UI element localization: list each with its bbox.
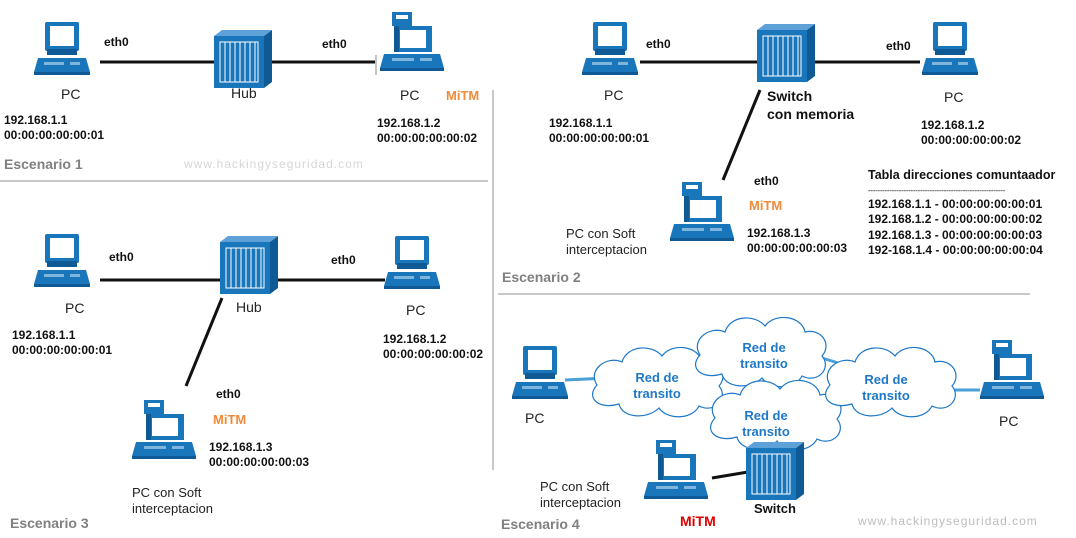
- scenario2-links: [640, 60, 920, 181]
- s2-table-row: 192-168.1.4 - 00:00:00:00:00:04: [868, 243, 1043, 257]
- s4-pc-left-label: PC: [525, 410, 545, 426]
- scenario3-links: [100, 278, 385, 387]
- s1-eth-right: eth0: [322, 37, 347, 51]
- s3-eth-right: eth0: [331, 253, 356, 267]
- s2-eth-sniffer: eth0: [754, 174, 779, 188]
- s3-pc-right-label: PC: [406, 302, 426, 318]
- s2-eth-right: eth0: [886, 39, 911, 53]
- s3-title: Escenario 3: [10, 515, 89, 531]
- watermark-bottom: www.hackingyseguridad.com: [858, 514, 1038, 528]
- s3-pc-left-label: PC: [65, 300, 85, 316]
- s3-hub-label: Hub: [236, 299, 262, 315]
- s3-pc-left-icon: [34, 234, 90, 287]
- s2-pc-left-icon: [582, 22, 638, 75]
- s2-table-title: Tabla direcciones comuntaador: [868, 168, 1056, 182]
- s4-switch-label: Switch: [754, 501, 796, 516]
- s4-pc-left-icon: [512, 346, 568, 399]
- s1-title: Escenario 1: [4, 156, 83, 172]
- s3-mitm-label: MiTM: [213, 412, 247, 427]
- s2-mitm-label: MiTM: [749, 198, 783, 213]
- s2-table-row: 192.168.1.3 - 00:00:00:00:00:03: [868, 227, 1043, 242]
- s4-pc-right-label: PC: [999, 413, 1019, 429]
- s1-pc-right-label: PC: [400, 87, 420, 103]
- s3-sniffer-icon: [132, 400, 196, 459]
- s2-switch-table: Tabla direcciones comuntaador ----------…: [868, 168, 1055, 259]
- s4-sniffer-icon: [644, 440, 708, 499]
- s4-switch-icon: [745, 441, 805, 501]
- s2-table-sep: ----------------------------------------…: [868, 185, 1006, 195]
- s3-eth-sniffer: eth0: [216, 387, 241, 401]
- s2-pc-right-icon: [922, 22, 978, 75]
- s4-title: Escenario 4: [501, 516, 580, 532]
- s2-table-row: 192.168.1.1 - 00:00:00:00:00:01: [868, 196, 1043, 211]
- s2-title: Escenario 2: [502, 269, 581, 285]
- s2-table-row: 192.168.1.2 - 00:00:00:00:00:02: [868, 212, 1043, 226]
- s3-pc-right-icon: [384, 236, 440, 289]
- watermark-top: www.hackingyseguridad.com: [184, 157, 364, 171]
- s1-pc-left-icon: [34, 22, 90, 75]
- s2-switch-icon: [756, 23, 816, 83]
- s1-pc-left-label: PC: [61, 86, 81, 102]
- s2-pc-right-label: PC: [944, 89, 964, 105]
- s1-mitm-label: MiTM: [446, 88, 480, 103]
- s1-hub-label: Hub: [231, 85, 257, 101]
- s1-hub-icon: [213, 29, 273, 89]
- s1-eth-left: eth0: [104, 35, 129, 49]
- s4-mitm-label: MiTM: [680, 513, 716, 529]
- s1-pc-right-icon: [380, 12, 444, 71]
- s3-eth-left: eth0: [109, 250, 134, 264]
- s3-hub-icon: [219, 235, 279, 295]
- s2-pc-left-label: PC: [604, 87, 624, 103]
- s2-eth-left: eth0: [646, 37, 671, 51]
- s4-pc-right-icon: [980, 340, 1044, 399]
- s2-sniffer-icon: [670, 182, 734, 241]
